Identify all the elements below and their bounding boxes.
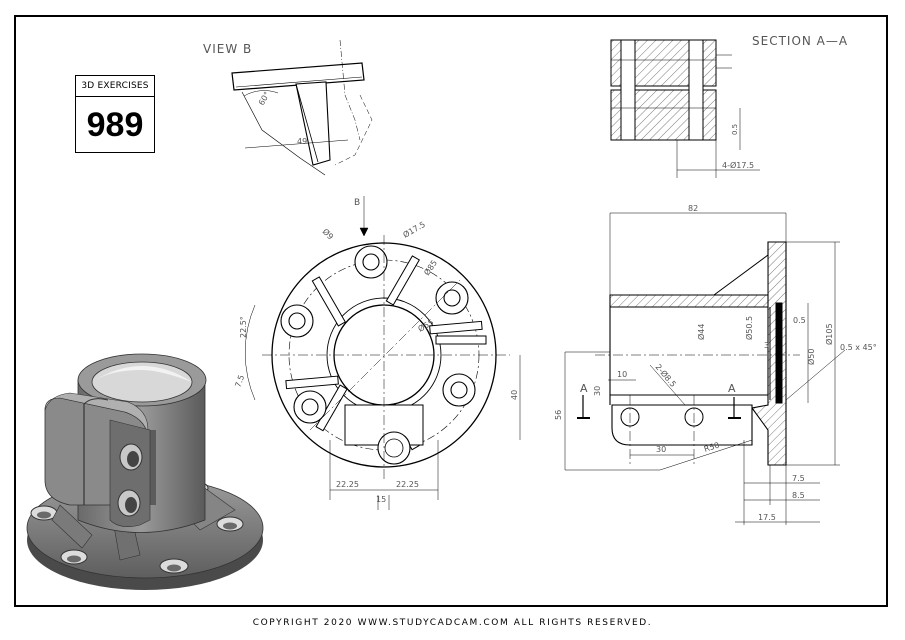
side-dim-inner: Ø44 (696, 324, 706, 340)
drawing-border (14, 15, 888, 607)
side-dim-lip: 0.5 (793, 316, 806, 325)
cut-label-right: A (728, 382, 736, 395)
side-dim-17-5: 17.5 (758, 513, 776, 522)
isometric-render (26, 353, 264, 590)
front-dim-angle: 22.5° (239, 316, 248, 338)
front-view (245, 196, 521, 510)
front-dim-offset: 7.5 (233, 374, 246, 389)
front-dim-pcd: Ø85 (421, 258, 439, 277)
view-b-angle: 60° (257, 90, 272, 107)
front-dim-height: 40 (510, 390, 519, 400)
view-b (231, 39, 373, 176)
side-dim-face: Ø50 (806, 349, 816, 365)
section-a-a (610, 39, 760, 178)
copyright-notice: COPYRIGHT 2020 WWW.STUDYCADCAM.COM ALL R… (252, 618, 653, 628)
side-dim-8-5: 8.5 (792, 491, 805, 500)
front-dim-width-left: 22.25 (336, 480, 359, 489)
section-title: SECTION A—A (752, 34, 848, 48)
front-dim-hole: Ø9 (321, 226, 336, 241)
exercise-badge: 3D EXERCISES 989 (75, 75, 155, 153)
view-b-dim: 49 (297, 137, 307, 146)
front-dim-bolt: Ø17.5 (401, 219, 427, 240)
side-dim-step: 3 (764, 341, 769, 350)
side-dim-spacing: 30 (656, 445, 666, 454)
side-dim-7-5: 7.5 (792, 474, 805, 483)
cut-label-left: A (580, 382, 588, 395)
section-dim: 0.5 (731, 124, 739, 135)
side-dim-bore: Ø50.5 (744, 316, 754, 340)
side-view (564, 212, 846, 525)
view-b-arrow-label: B (354, 198, 360, 208)
side-dim-length: 82 (688, 204, 698, 213)
view-b-title: VIEW B (203, 42, 252, 56)
side-dim-flange: Ø105 (824, 323, 834, 345)
side-dim-edge: 10 (617, 370, 627, 379)
side-dim-boss-height: 30 (593, 386, 602, 396)
badge-label: 3D EXERCISES (76, 76, 154, 97)
front-dim-gap: 15 (376, 495, 386, 504)
front-dim-width-right: 22.25 (396, 480, 419, 489)
side-dim-chamfer: 0.5 x 45° (840, 343, 877, 352)
section-hole-dim: 4-Ø17.5 (722, 160, 754, 170)
badge-number: 989 (86, 106, 144, 144)
side-dim-total: 56 (554, 410, 563, 420)
side-dim-holes: 2-Ø8.5 (653, 362, 678, 389)
